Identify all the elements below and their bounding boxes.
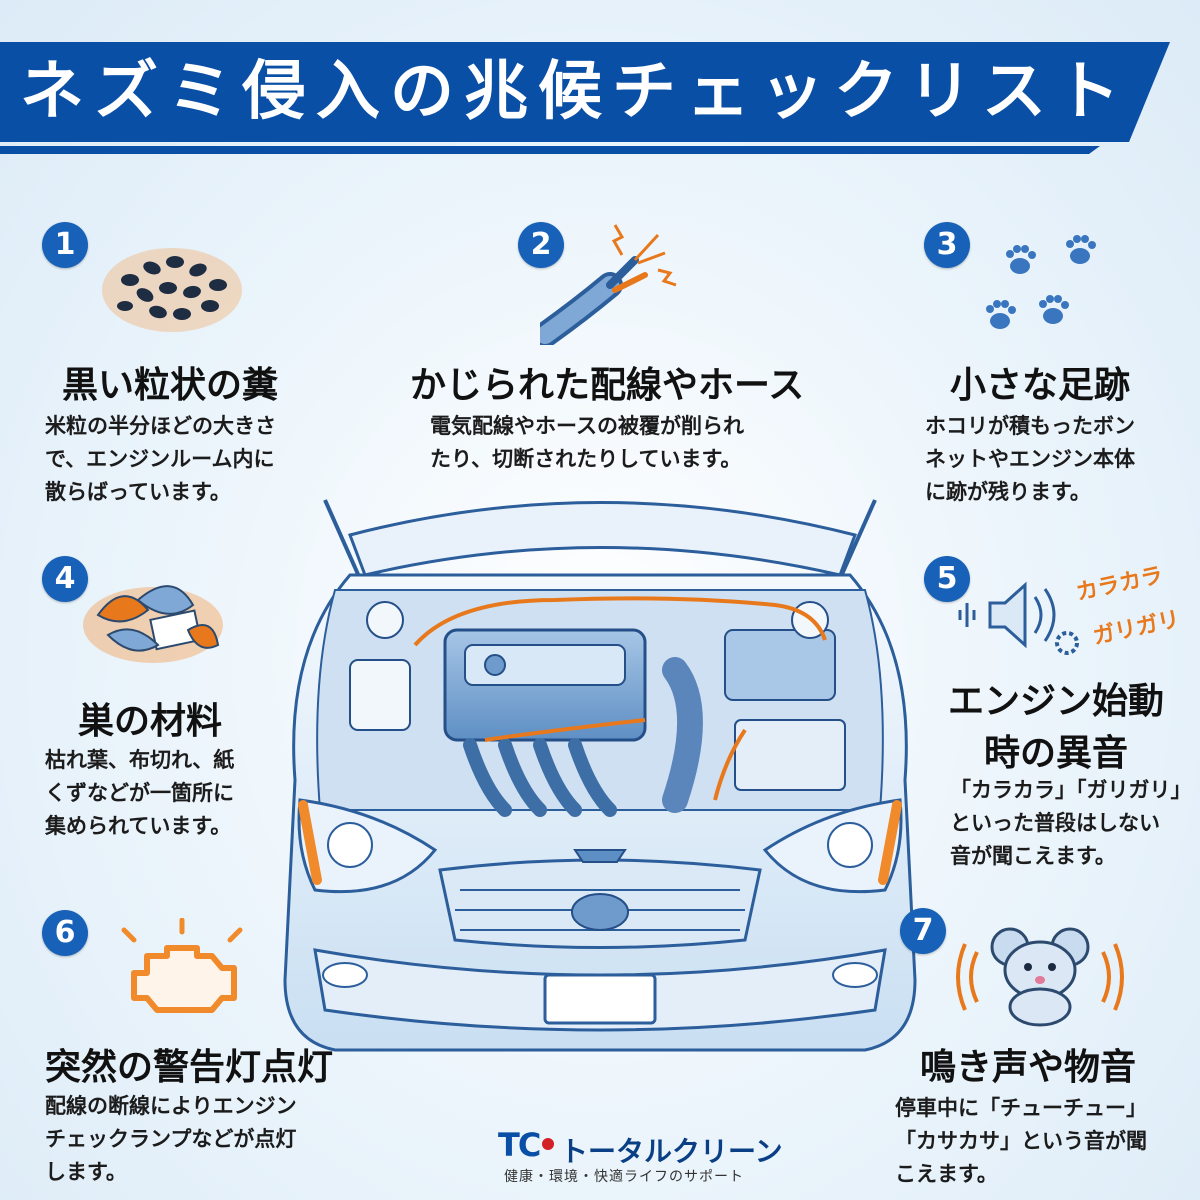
item-7-title: 鳴き声や物音 <box>920 1047 1137 1088</box>
item-6-number-badge: 6 <box>42 910 88 956</box>
brand-name: トータルクリーン <box>560 1135 783 1168</box>
item-3-title: 小さな足跡 <box>950 365 1131 406</box>
item-6-description: 配線の断線によりエンジンチェックランプなどが点灯します。 <box>45 1094 297 1184</box>
brand-slogan: 健康・環境・快適ライフのサポート <box>504 1169 744 1185</box>
item-1-title: 黒い粒状の糞 <box>62 365 279 406</box>
chewed-wire-icon <box>540 224 677 345</box>
item-3-number-badge: 3 <box>924 222 970 268</box>
item-4-number-badge: 4 <box>42 556 88 602</box>
item-1-description: 米粒の半分ほどの大きさで、エンジンルーム内に散らばっています。 <box>45 414 276 504</box>
item-2-number-badge: 2 <box>518 222 564 268</box>
item-7-number-badge: 7 <box>900 908 946 954</box>
check-engine-icon <box>121 918 243 1013</box>
title-underline <box>0 146 1100 154</box>
page-title: ネズミ侵入の兆候チェックリスト <box>20 55 1130 129</box>
car-engine-illustration <box>283 499 917 1052</box>
logo-mark: TC <box>498 1126 541 1164</box>
item-2-description: 電気配線やホースの被覆が削られたり、切断されたりしています。 <box>430 414 744 471</box>
speaker-icon <box>958 581 1079 655</box>
paw-prints-icon <box>986 235 1096 329</box>
sound-garigari: ガリガリ <box>1090 607 1183 650</box>
mouse-icon <box>956 927 1124 1027</box>
sound-karakara: カラカラ <box>1073 563 1166 606</box>
item-4-title: 巣の材料 <box>78 701 223 742</box>
item-4-description: 枯れ葉、布切れ、紙くずなどが一箇所に集められています。 <box>45 748 235 838</box>
item-1-number-badge: 1 <box>42 222 88 268</box>
item-7-description: 停車中に「チューチュー」「カサカサ」という音が聞こえます。 <box>895 1096 1147 1186</box>
item-2-title: かじられた配線やホース <box>410 365 805 406</box>
nest-icon <box>83 585 223 663</box>
item-5-description: 「カラカラ」「ガリガリ」といった普段はしない音が聞こえます。 <box>950 778 1192 868</box>
droppings-icon <box>102 248 242 332</box>
logo-dot <box>542 1138 554 1150</box>
item-5-title: エンジン始動 時の異音 <box>948 681 1165 774</box>
item-3-description: ホコリが積もったボンネットやエンジン本体に跡が残ります。 <box>925 414 1135 504</box>
item-6-title: 突然の警告灯点灯 <box>45 1047 334 1088</box>
title-banner <box>0 42 1170 142</box>
item-5-number-badge: 5 <box>924 556 970 602</box>
